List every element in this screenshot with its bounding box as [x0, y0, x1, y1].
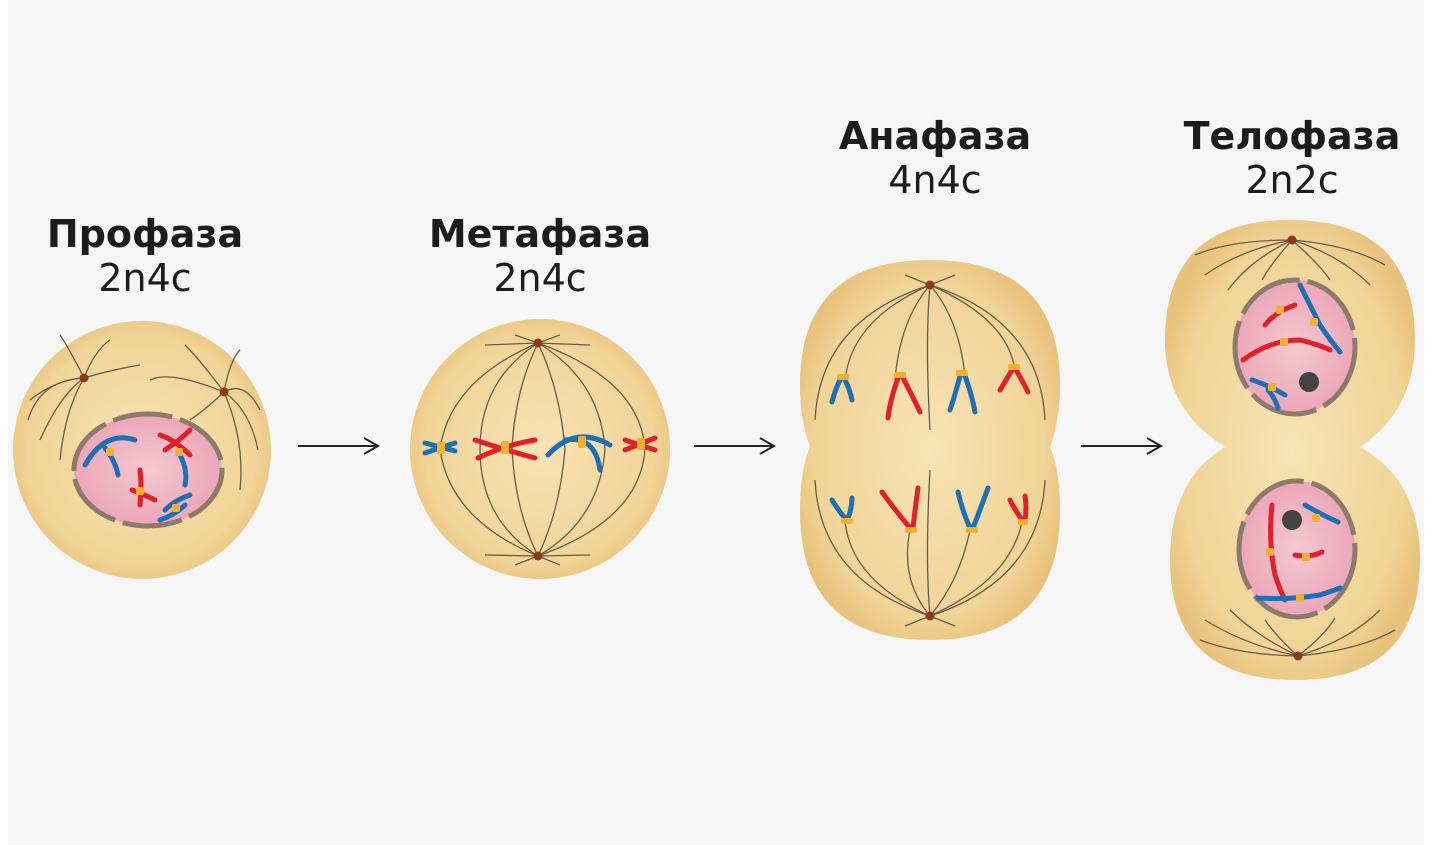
- spindle-fibers: [814, 274, 1046, 627]
- arrow-right-icon: [1081, 437, 1164, 455]
- centromeres: [1266, 306, 1320, 602]
- label-prophase: Профаза 2n4c: [5, 212, 285, 300]
- stage-formula: 2n2c: [1245, 157, 1339, 202]
- centriole: [79, 373, 89, 383]
- stage-name: Телофаза: [1183, 114, 1401, 158]
- arrow-right-icon: [694, 437, 777, 455]
- metaphase-cell: [410, 319, 670, 579]
- centriole: [533, 338, 543, 348]
- cytoplasm: [410, 319, 670, 579]
- spindle-fibers: [439, 334, 646, 566]
- centriole: [1293, 651, 1303, 661]
- centriole: [925, 280, 935, 290]
- centromeres: [837, 364, 1028, 533]
- centromeres: [106, 448, 183, 512]
- centromeres: [437, 436, 645, 454]
- centriole: [219, 387, 229, 397]
- nucleolus: [1299, 372, 1319, 392]
- centriole: [1287, 235, 1297, 245]
- nucleus: [71, 411, 225, 529]
- telophase-cell: [1165, 220, 1420, 680]
- cytoplasm: [800, 260, 1060, 640]
- centriole: [533, 551, 543, 561]
- stage-formula: 2n4c: [493, 255, 587, 300]
- stage-name: Анафаза: [838, 114, 1032, 158]
- stage-name: Профаза: [46, 212, 244, 256]
- anaphase-cell: [800, 260, 1060, 640]
- chromosomes: [829, 367, 1031, 531]
- cytoplasm: [1165, 220, 1420, 680]
- nucleolus: [1282, 510, 1302, 530]
- spindle-fibers: [1194, 239, 1396, 657]
- prophase-cell: [13, 321, 271, 579]
- label-anaphase: Анафаза 4n4c: [795, 114, 1075, 202]
- stage-formula: 2n4c: [98, 255, 192, 300]
- nucleus-top: [1232, 277, 1358, 417]
- stage-formula: 4n4c: [888, 157, 982, 202]
- label-metaphase: Метафаза 2n4c: [400, 212, 680, 300]
- label-telophase: Телофаза 2n2c: [1152, 114, 1429, 202]
- stage-name: Метафаза: [428, 212, 652, 256]
- chromosomes: [82, 427, 193, 523]
- centriole: [925, 611, 935, 621]
- arrow-right-icon: [298, 437, 381, 455]
